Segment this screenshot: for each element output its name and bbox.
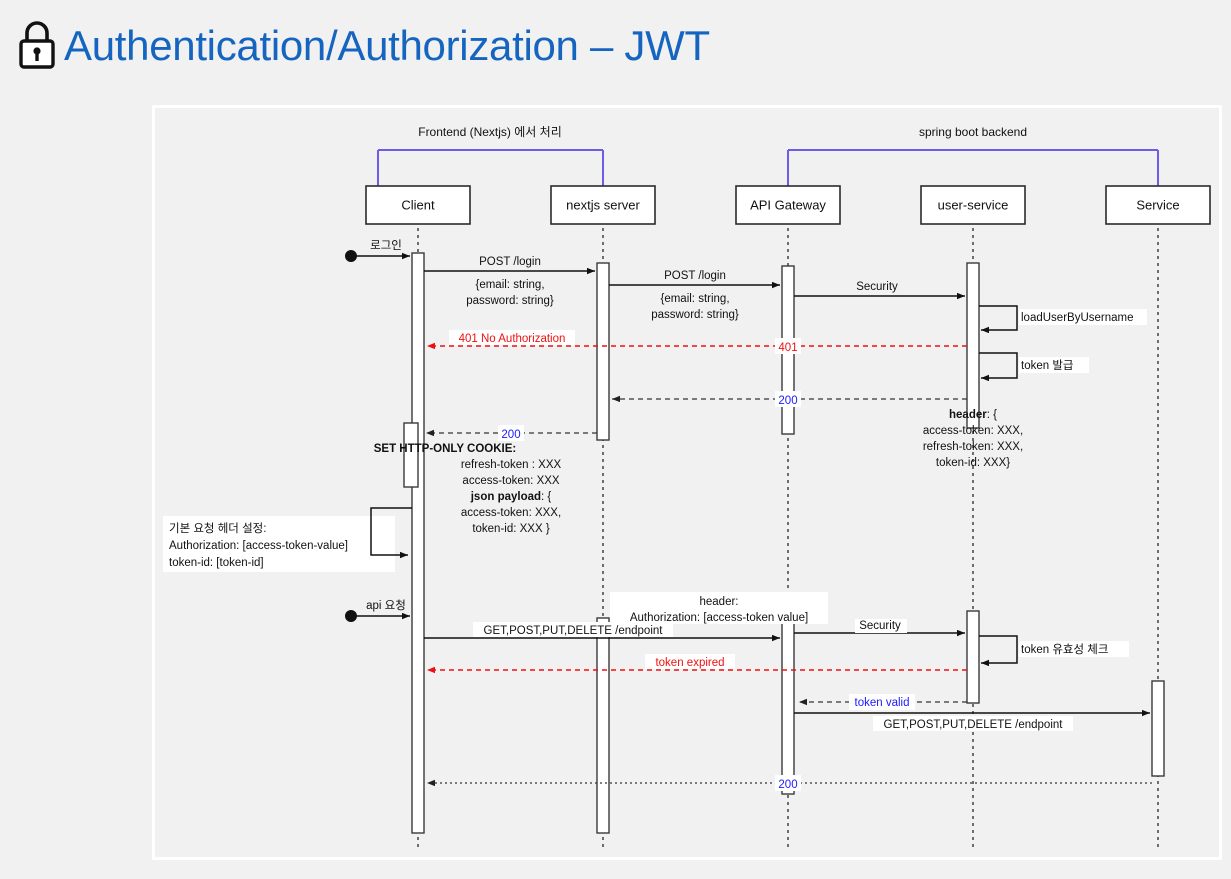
activation-userservice-1 (966, 262, 980, 429)
note-api-line1: header: (699, 596, 738, 608)
participant-user-service[interactable]: user-service (920, 185, 1026, 225)
activation-userservice-2 (966, 610, 980, 704)
message-security-1: Security (794, 281, 965, 300)
connector-note-to-client (370, 507, 412, 559)
message-security-2: Security (794, 619, 965, 637)
sequence-diagram-canvas: Frontend (Nextjs) 에서 처리 spring boot back… (163, 125, 1211, 850)
message-label-m5: 401 No Authorization (459, 333, 566, 345)
note-api-line2: Authorization: [access-token value] (630, 612, 808, 624)
message-200-final: 200 (427, 775, 1152, 791)
group-label-backend: spring boot backend (919, 125, 1027, 139)
message-label-m4: loadUserByUsername (1021, 312, 1134, 324)
message-sub-m1-line1: {email: string, (475, 279, 544, 291)
message-label-m1: POST /login (479, 256, 541, 268)
message-200-set-cookie: 200 (426, 425, 597, 441)
note-cookie-title2: json payload: { (470, 491, 552, 503)
message-endpoint-forward: GET,POST,PUT,DELETE /endpoint (794, 709, 1150, 731)
message-sub-m7-bold: header (949, 409, 987, 421)
message-sub-m2-line1: {email: string, (660, 293, 729, 305)
page-title: Authentication/Authorization – JWT (64, 22, 710, 69)
message-code-m8: 200 (501, 429, 520, 441)
message-code-m15: 200 (778, 779, 797, 791)
message-code-m7: 200 (778, 395, 797, 407)
actor-label-login: 로그인 (370, 239, 402, 252)
activation-client-main (411, 252, 425, 834)
message-endpoint-request: GET,POST,PUT,DELETE /endpoint (424, 622, 780, 642)
activation-gateway-2 (781, 607, 795, 795)
message-token-validity-check: token 유효성 체크 (979, 635, 1129, 667)
message-post-login-client: POST /login {email: string, password: st… (424, 256, 595, 307)
message-sub-m7-line1: header: { (949, 409, 997, 421)
note-cookie-line2: access-token: XXX (462, 475, 559, 487)
page-header: Authentication/Authorization – JWT (0, 0, 1231, 92)
participant-client[interactable]: Client (365, 185, 471, 225)
group-bracket-backend: spring boot backend (787, 125, 1159, 186)
participant-label-api-gateway: API Gateway (750, 197, 826, 212)
group-bracket-frontend: Frontend (Nextjs) 에서 처리 (377, 125, 604, 186)
note-header-line1: 기본 요청 헤더 설정: (169, 522, 266, 535)
note-header-line2: Authorization: [access-token-value] (169, 540, 348, 552)
message-sub-m2-line2: password: string} (651, 309, 739, 321)
participant-label-service: Service (1136, 197, 1179, 212)
message-label-m6: token 발급 (1021, 359, 1074, 372)
message-token-issue: token 발급 (979, 352, 1089, 382)
message-label-m11: token 유효성 체크 (1021, 643, 1108, 656)
note-api-request-header: header: Authorization: [access-token val… (610, 592, 828, 624)
message-label-m2: POST /login (664, 270, 726, 282)
note-cookie-title: SET HTTP-ONLY COOKIE: (374, 443, 517, 455)
message-sub-m7-line2: access-token: XXX, (923, 425, 1023, 437)
participant-label-client: Client (401, 197, 435, 212)
actor-start-api: api 요청 (345, 599, 410, 622)
message-sub-m7-line3: refresh-token: XXX, (923, 441, 1023, 453)
note-cookie-line4: token-id: XXX } (472, 523, 550, 535)
message-label-m9: GET,POST,PUT,DELETE /endpoint (484, 625, 664, 637)
message-code-m5: 401 (778, 342, 797, 354)
participant-service[interactable]: Service (1105, 185, 1211, 225)
note-cookie-title2-bold: json payload (470, 491, 541, 503)
note-cookie-line1: refresh-token : XXX (461, 459, 562, 471)
participant-label-user-service: user-service (938, 197, 1009, 212)
participant-label-nextjs-server: nextjs server (566, 197, 640, 212)
message-sub-m7-line4: token-id: XXX} (936, 457, 1010, 469)
sequence-diagram-frame: Frontend (Nextjs) 에서 처리 spring boot back… (152, 105, 1222, 860)
message-label-m10: Security (859, 620, 901, 632)
note-cookie-title2-rest: : { (541, 491, 551, 503)
group-label-frontend: Frontend (Nextjs) 에서 처리 (418, 125, 562, 139)
message-sub-m1-line2: password: string} (466, 295, 554, 307)
activation-nextjs-2 (596, 617, 610, 834)
message-post-login-gateway: POST /login {email: string, password: st… (609, 270, 780, 321)
lock-icon (19, 21, 55, 69)
message-token-valid: token valid (799, 694, 967, 710)
message-401-no-authorization: 401 No Authorization 401 (427, 330, 967, 354)
note-set-http-only-cookie: SET HTTP-ONLY COOKIE: refresh-token : XX… (374, 443, 562, 535)
message-load-user-by-username: loadUserByUsername (979, 305, 1147, 334)
activation-client-nested (403, 422, 419, 488)
message-sub-m7-bold-rest: : { (987, 409, 997, 421)
note-header-line3: token-id: [token-id] (169, 557, 264, 569)
message-200-header: 200 header: { access-token: XXX, refresh… (612, 391, 1023, 469)
message-label-m12: token expired (655, 657, 724, 669)
message-token-expired: token expired (427, 654, 967, 674)
participant-nextjs-server[interactable]: nextjs server (550, 185, 656, 225)
actor-start-login: 로그인 (345, 239, 410, 262)
message-label-m13: token valid (855, 697, 910, 709)
participant-api-gateway[interactable]: API Gateway (735, 185, 841, 225)
message-label-m3: Security (856, 281, 898, 293)
note-default-request-header: 기본 요청 헤더 설정: Authorization: [access-toke… (163, 516, 395, 572)
note-cookie-line3: access-token: XXX, (461, 507, 561, 519)
message-label-m14: GET,POST,PUT,DELETE /endpoint (884, 719, 1064, 731)
activation-nextjs-1 (596, 262, 610, 441)
actor-label-api: api 요청 (366, 599, 406, 612)
activation-service-1 (1151, 680, 1165, 777)
